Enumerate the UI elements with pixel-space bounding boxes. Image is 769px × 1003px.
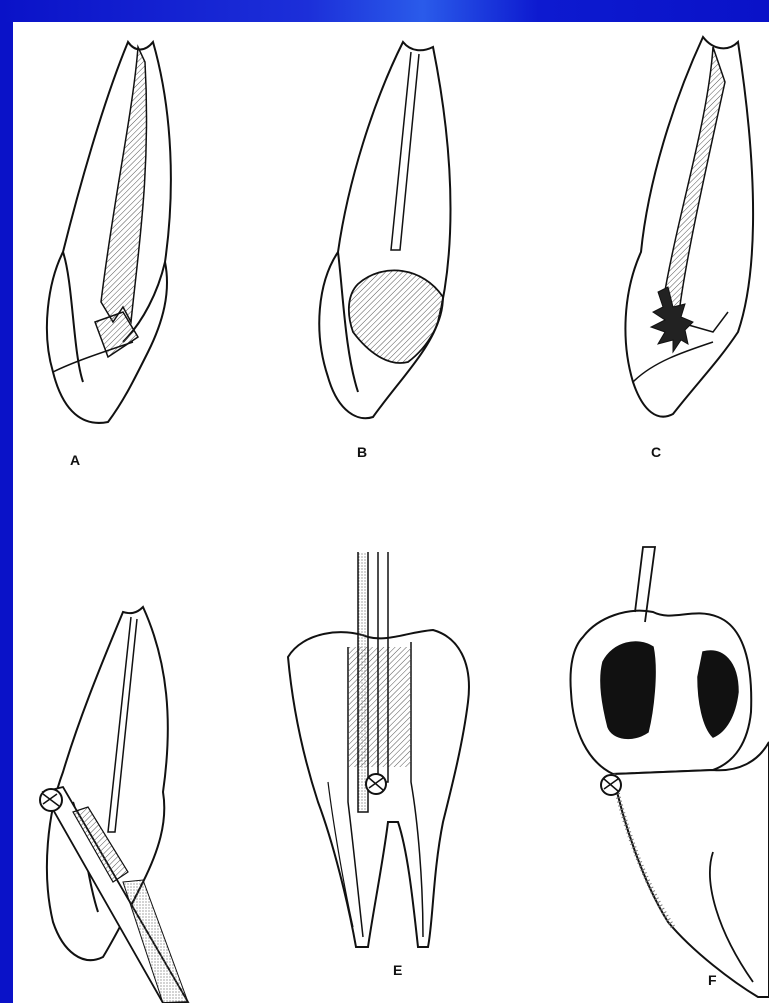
panel-c-tooth — [625, 37, 753, 417]
panel-f-tooth — [571, 547, 769, 997]
panel-label-a: A — [70, 452, 80, 468]
panel-label-f: F — [708, 972, 717, 988]
panel-b-tooth — [319, 42, 450, 418]
panel-label-e: E — [393, 962, 402, 978]
illustration-sheet: A B C D E F — [13, 22, 769, 1003]
panel-label-c: C — [651, 444, 661, 460]
panel-d-tooth — [40, 607, 188, 1003]
panel-e-tooth — [288, 552, 469, 947]
tooth-illustration — [13, 22, 769, 1003]
panel-label-b: B — [357, 444, 367, 460]
panel-a-tooth — [47, 42, 171, 423]
slide-top-bar — [0, 0, 769, 22]
